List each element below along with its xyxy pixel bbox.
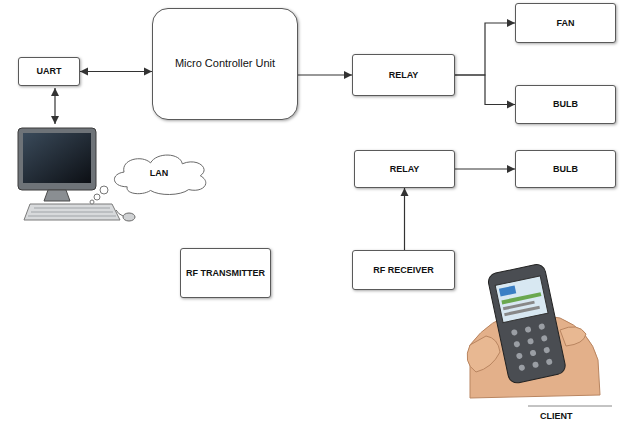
- node-label: FAN: [557, 18, 575, 29]
- connector-arrow: [298, 74, 352, 75]
- load-box: BULB: [515, 85, 616, 124]
- connector-arrow: [455, 23, 515, 75]
- client-caption: CLIENT: [540, 411, 573, 422]
- receiver-box: RF RECEIVER: [352, 250, 455, 290]
- load-box: BULB: [515, 150, 616, 188]
- connector-arrow: [455, 168, 515, 169]
- node-label: BULB: [553, 164, 578, 175]
- load-box: FAN: [515, 3, 616, 43]
- node-label: RELAY: [390, 164, 420, 175]
- node-label: Micro Controller Unit: [175, 57, 275, 70]
- relay-box: RELAY: [352, 54, 455, 96]
- cloud-bubbles: [90, 186, 108, 204]
- mobile-phone-illustration: [467, 263, 600, 398]
- interface-box: UART: [18, 57, 80, 86]
- controller-box: Micro Controller Unit: [152, 8, 298, 120]
- connector-arrow: [80, 71, 152, 72]
- network-cloud: LAN: [106, 150, 212, 196]
- serial-link: [54, 88, 55, 124]
- node-label: RELAY: [389, 70, 419, 81]
- node-label: BULB: [553, 99, 578, 110]
- connector-arrow: [404, 188, 405, 250]
- connector-arrow: [455, 75, 515, 105]
- relay-box: RELAY: [354, 150, 455, 188]
- node-label: UART: [37, 66, 62, 77]
- node-label: RF TRANSMITTER: [186, 268, 265, 279]
- transmitter-box: RF TRANSMITTER: [180, 248, 271, 298]
- node-label: LAN: [150, 168, 169, 179]
- node-label: RF RECEIVER: [373, 265, 434, 276]
- caption-rule: [528, 406, 612, 407]
